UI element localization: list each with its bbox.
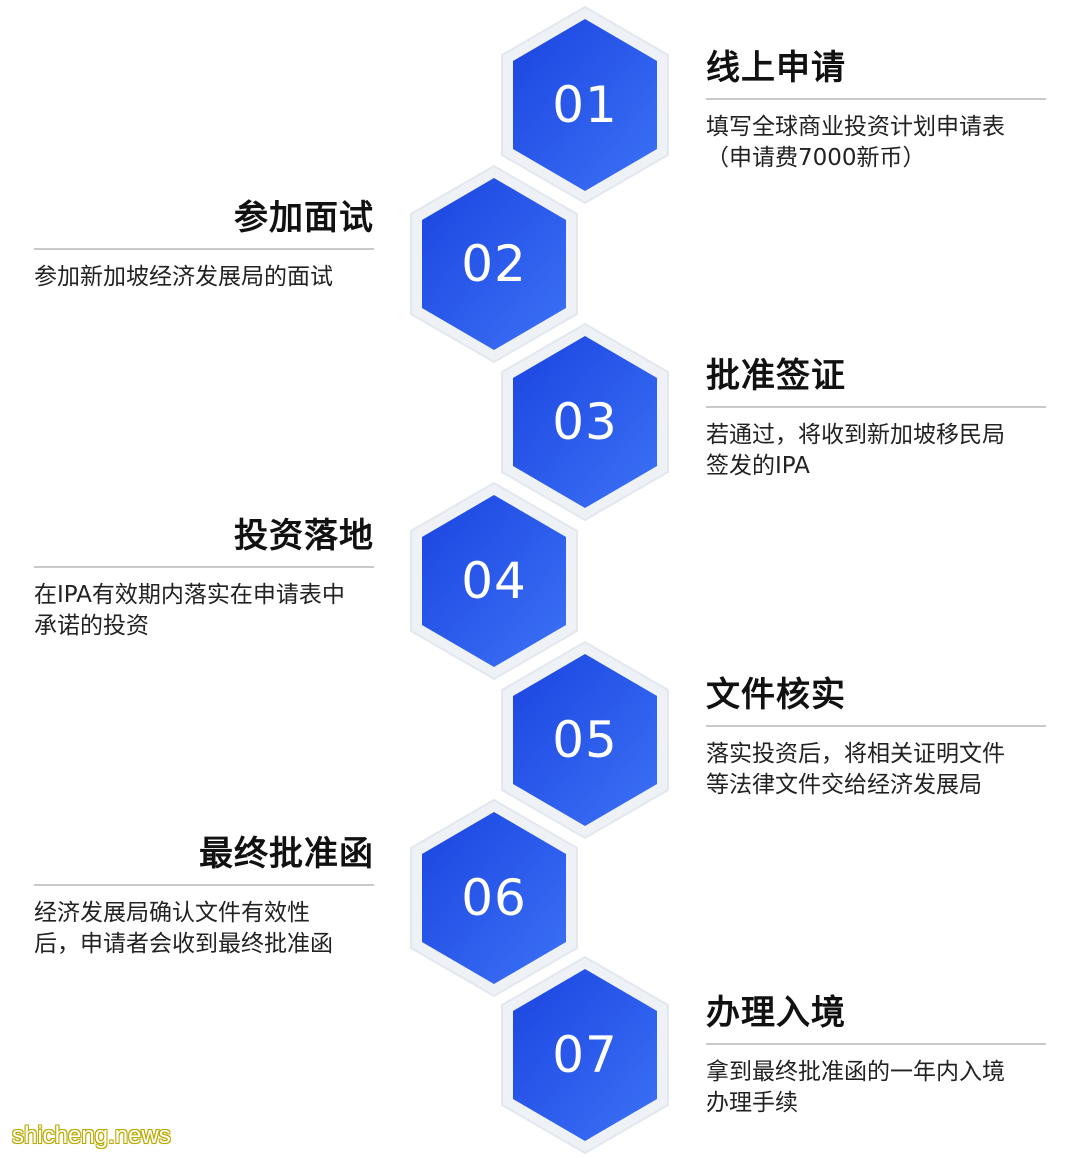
- step-05-badge: 05: [500, 640, 670, 840]
- step-01-title: 线上申请: [706, 48, 846, 88]
- step-02-badge: 02: [409, 164, 579, 364]
- step-07-number: 07: [552, 1026, 618, 1084]
- step-05-text: 文件核实 落实投资后，将相关证明文件 等法律文件交给经济发展局: [706, 675, 1046, 801]
- step-03-divider: [706, 406, 1046, 408]
- step-01-badge: 01: [500, 5, 670, 205]
- step-03-number: 03: [552, 393, 618, 451]
- step-07-title: 办理入境: [706, 993, 846, 1033]
- step-04-title: 投资落地: [234, 516, 374, 556]
- step-06-badge: 06: [409, 798, 579, 998]
- step-02-description: 参加新加坡经济发展局的面试: [34, 264, 333, 290]
- watermark-text: shicheng.news: [12, 1122, 171, 1149]
- step-05-description: 落实投资后，将相关证明文件 等法律文件交给经济发展局: [706, 741, 1005, 798]
- step-04-text: 投资落地 在IPA有效期内落实在申请表中 承诺的投资: [34, 516, 374, 642]
- step-01-number: 01: [552, 76, 618, 134]
- step-06-number: 06: [461, 869, 527, 927]
- step-05-title: 文件核实: [706, 675, 846, 715]
- step-01-text: 线上申请 填写全球商业投资计划申请表 （申请费7000新币）: [706, 48, 1046, 174]
- step-01-description: 填写全球商业投资计划申请表 （申请费7000新币）: [706, 114, 1005, 171]
- step-04-divider: [34, 566, 374, 568]
- step-07-divider: [706, 1043, 1046, 1045]
- step-05-number: 05: [552, 711, 618, 769]
- step-03-title: 批准签证: [706, 356, 846, 396]
- step-04-description: 在IPA有效期内落实在申请表中 承诺的投资: [34, 582, 345, 639]
- step-02-number: 02: [461, 235, 527, 293]
- step-04-number: 04: [461, 552, 527, 610]
- step-06-title: 最终批准函: [199, 834, 374, 874]
- step-07-badge: 07: [500, 955, 670, 1155]
- step-04-badge: 04: [409, 481, 579, 681]
- step-03-badge: 03: [500, 322, 670, 522]
- step-07-description: 拿到最终批准函的一年内入境 办理手续: [706, 1059, 1005, 1116]
- step-07-text: 办理入境 拿到最终批准函的一年内入境 办理手续: [706, 993, 1046, 1119]
- step-05-divider: [706, 725, 1046, 727]
- step-06-text: 最终批准函 经济发展局确认文件有效性 后，申请者会收到最终批准函: [34, 834, 374, 960]
- step-03-text: 批准签证 若通过，将收到新加坡移民局 签发的IPA: [706, 356, 1046, 482]
- step-06-divider: [34, 884, 374, 886]
- step-02-divider: [34, 248, 374, 250]
- step-02-title: 参加面试: [234, 198, 374, 238]
- step-03-description: 若通过，将收到新加坡移民局 签发的IPA: [706, 422, 1005, 479]
- step-02-text: 参加面试 参加新加坡经济发展局的面试: [34, 198, 374, 293]
- step-01-divider: [706, 98, 1046, 100]
- step-06-description: 经济发展局确认文件有效性 后，申请者会收到最终批准函: [34, 900, 333, 957]
